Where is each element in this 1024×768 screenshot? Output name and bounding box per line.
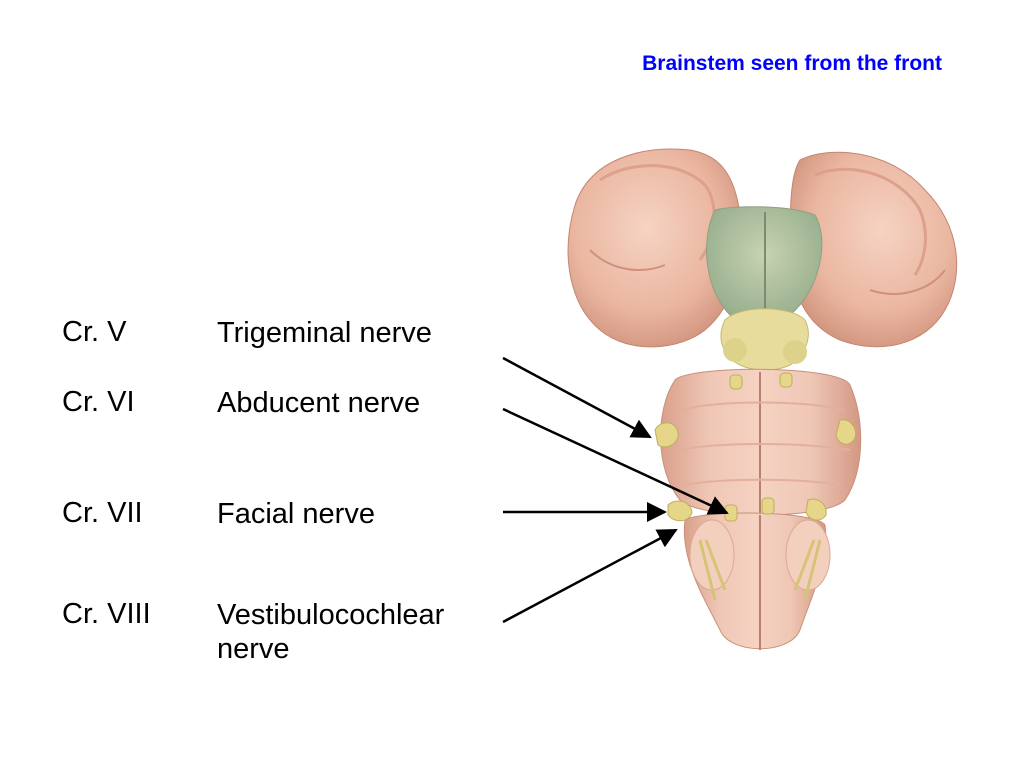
nerve-name: Facial nerve <box>217 498 375 530</box>
slide-title: Brainstem seen from the front <box>642 52 942 75</box>
nerve-name-line2: nerve <box>217 633 290 665</box>
nerve-name: Trigeminal nerve <box>217 317 432 349</box>
nerve-code: Cr. V <box>62 316 127 348</box>
nerve-name: Vestibulocochlear nerve <box>217 598 444 666</box>
nerve-code: Cr. VII <box>62 497 143 529</box>
nerve-code: Cr. VI <box>62 386 135 418</box>
nerve-name-line1: Vestibulocochlear <box>217 599 445 631</box>
nerve-code: Cr. VIII <box>62 598 151 630</box>
nerve-name: Abducent nerve <box>217 387 421 419</box>
brainstem-illustration <box>567 148 958 650</box>
